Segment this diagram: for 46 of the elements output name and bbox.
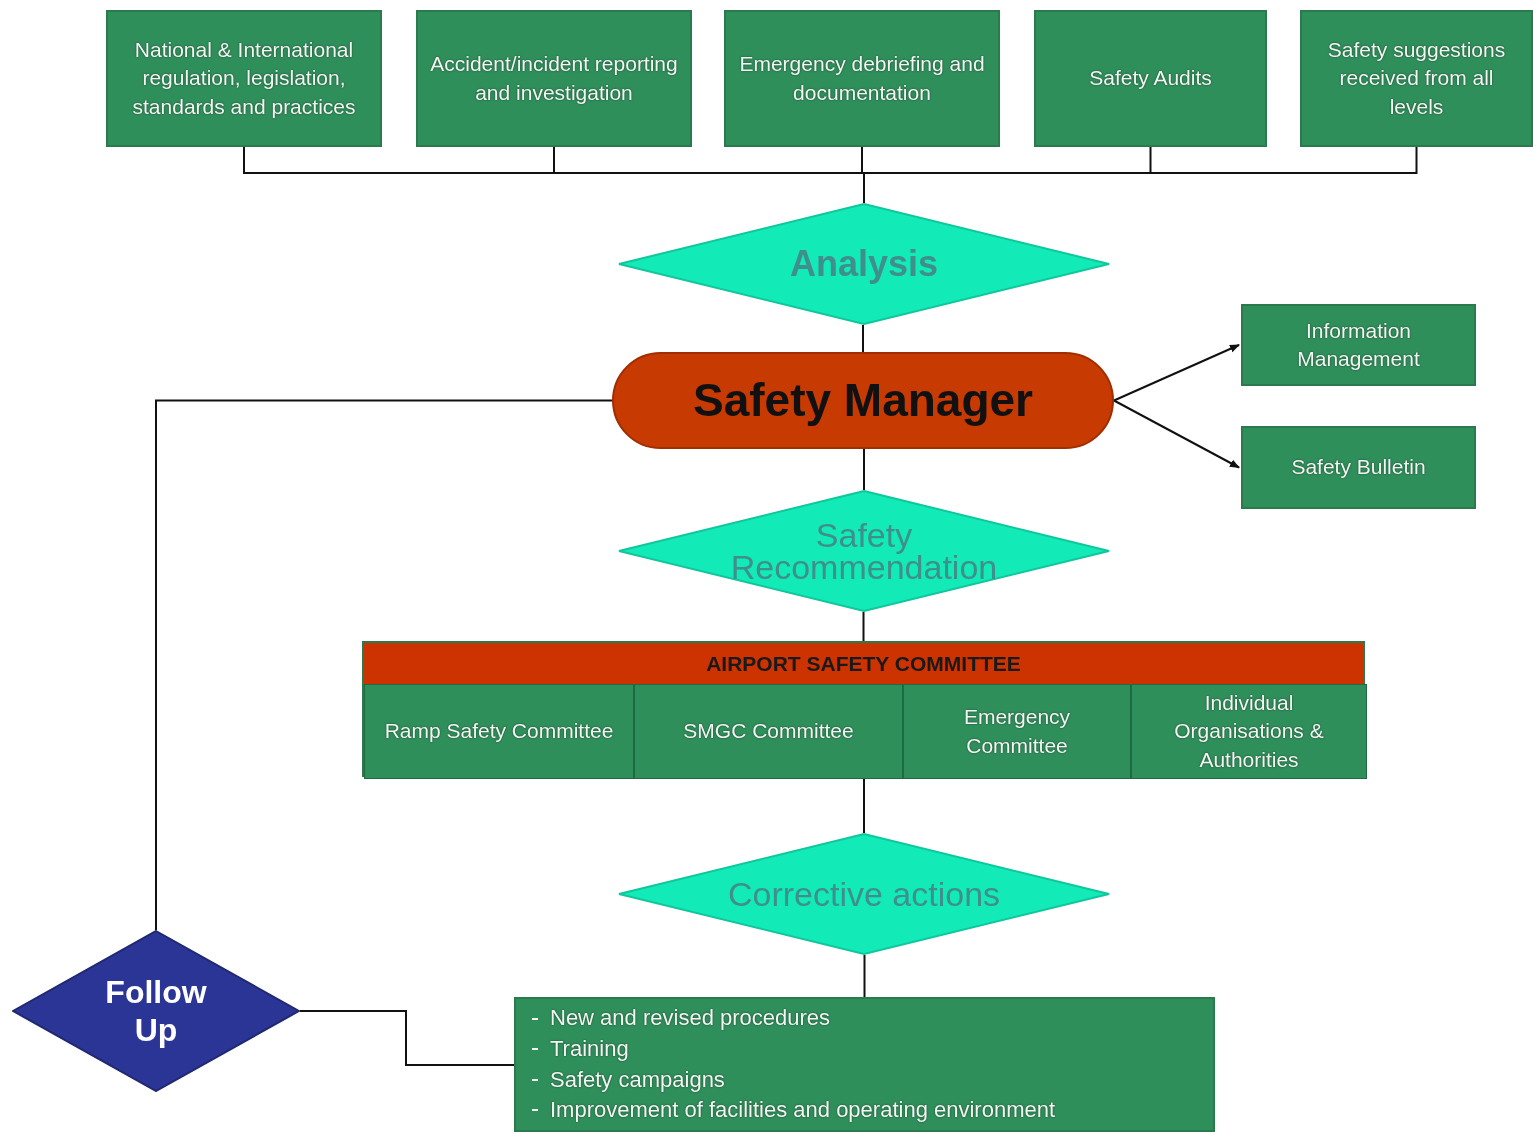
connector-line bbox=[155, 399, 613, 931]
decision-diamond bbox=[618, 203, 1110, 325]
manager-label: Safety Manager bbox=[693, 373, 1033, 428]
list-item: Training bbox=[550, 1034, 629, 1063]
list-item: New and revised procedures bbox=[550, 1004, 831, 1033]
connector-line bbox=[1113, 344, 1240, 402]
process-box bbox=[1300, 10, 1533, 147]
box-label: Safety suggestions received from all levels bbox=[1326, 37, 1507, 120]
committee-cell bbox=[364, 684, 634, 779]
connector-line bbox=[862, 324, 864, 353]
process-box bbox=[416, 10, 692, 147]
box-label: Safety Bulletin bbox=[1291, 454, 1426, 481]
diamond-label: Safety Recommendation bbox=[729, 518, 999, 584]
box-label: Safety Audits bbox=[1089, 65, 1212, 92]
decision-diamond bbox=[618, 490, 1110, 612]
connector-line bbox=[862, 611, 865, 642]
list-item: Safety campaigns bbox=[550, 1065, 725, 1094]
diamond-label: Corrective actions bbox=[726, 877, 1002, 911]
committee-label: Emergency Committee bbox=[962, 704, 1072, 759]
process-box bbox=[1034, 10, 1267, 147]
box-label: Information Management bbox=[1296, 317, 1421, 372]
process-box bbox=[1241, 426, 1476, 509]
committee-label: Ramp Safety Committee bbox=[384, 718, 614, 745]
process-box bbox=[724, 10, 1000, 147]
actions-box bbox=[514, 997, 1215, 1132]
committee-title: AIRPORT SAFETY COMMITTEE bbox=[706, 650, 1021, 677]
box-label: National & International regulation, legislation, standards and practices bbox=[131, 37, 357, 120]
box-label: Accident/incident reporting and investigation bbox=[429, 51, 679, 106]
committee-label: SMGC Committee bbox=[683, 718, 854, 745]
committee-cell bbox=[903, 684, 1131, 779]
connector-line bbox=[863, 448, 865, 491]
committee-label: Individual Organisations & Authorities bbox=[1173, 690, 1325, 773]
decision-diamond bbox=[618, 833, 1110, 955]
committee-panel bbox=[362, 641, 1365, 777]
list-item: Improvement of facilities and operating environment bbox=[550, 1096, 1056, 1125]
connector-line bbox=[863, 954, 866, 998]
process-box bbox=[106, 10, 382, 147]
connector-line bbox=[299, 1010, 515, 1066]
committee-cell bbox=[634, 684, 903, 779]
process-box bbox=[1241, 304, 1476, 386]
box-label: Emergency debriefing and documentation bbox=[738, 51, 986, 106]
diamond-label: Follow Up bbox=[104, 972, 208, 1050]
committee-cell bbox=[1131, 684, 1367, 779]
diamond-label: Analysis bbox=[788, 246, 940, 282]
connector-line bbox=[1113, 399, 1240, 469]
follow-up-diamond bbox=[12, 930, 300, 1092]
